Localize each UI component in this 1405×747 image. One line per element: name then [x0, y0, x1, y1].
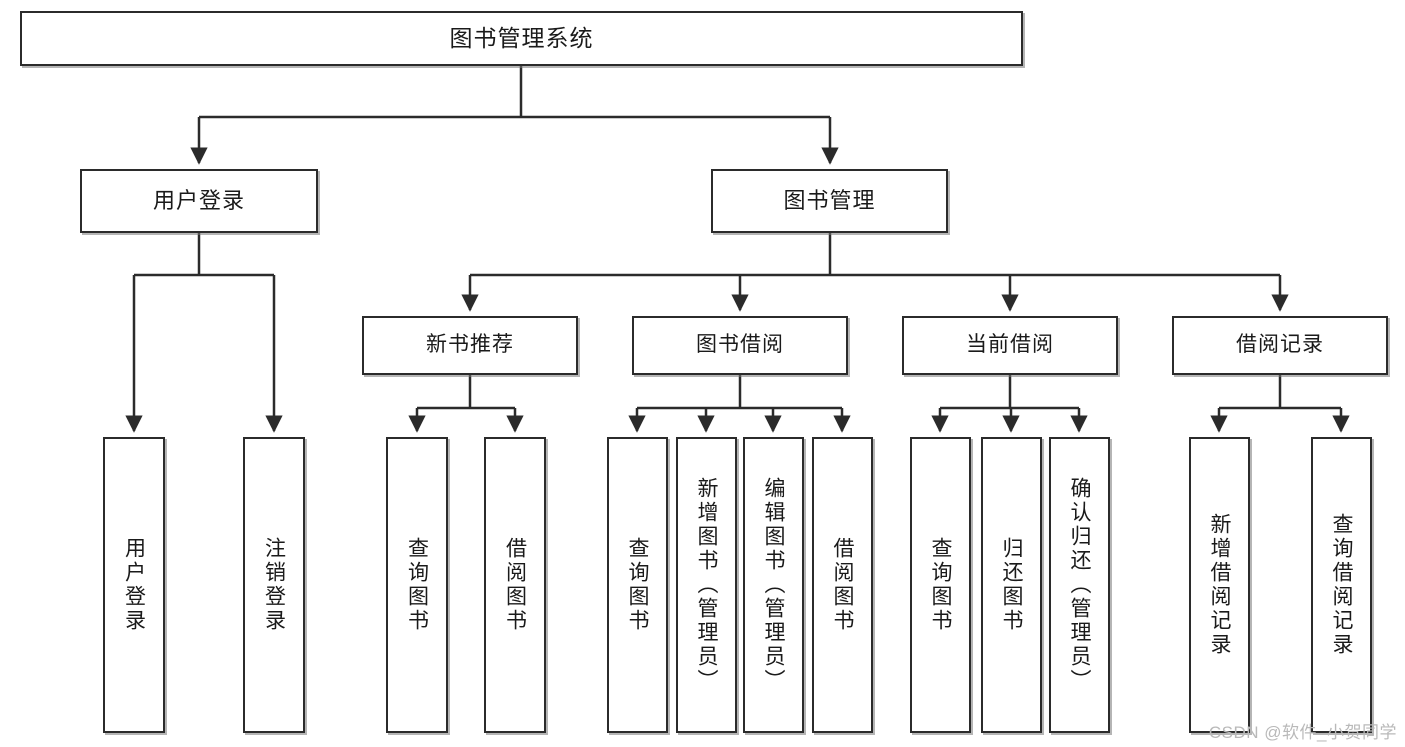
node-leaf-edit-book-label: 编辑图书（管理员） — [762, 477, 785, 693]
node-leaf-borrow-book-rec[interactable]: 借阅图书 — [484, 437, 546, 733]
node-leaf-query-book-bor[interactable]: 查询图书 — [607, 437, 668, 733]
node-new-book-rec-label: 新书推荐 — [426, 333, 514, 357]
node-current-borrow-label: 当前借阅 — [966, 333, 1054, 357]
node-book-borrow[interactable]: 图书借阅 — [632, 316, 848, 375]
node-leaf-logout[interactable]: 注销登录 — [243, 437, 305, 733]
node-leaf-user-login-label: 用户登录 — [122, 537, 146, 633]
node-leaf-query-book-rec-label: 查询图书 — [405, 537, 429, 633]
node-leaf-query-book-cur[interactable]: 查询图书 — [910, 437, 971, 733]
node-leaf-borrow-book-bor[interactable]: 借阅图书 — [812, 437, 873, 733]
node-leaf-add-book-label: 新增图书（管理员） — [695, 477, 718, 693]
node-leaf-add-record[interactable]: 新增借阅记录 — [1189, 437, 1250, 733]
watermark: CSDN @软件_小贺同学 — [1208, 723, 1397, 742]
node-leaf-confirm-return-label: 确认归还（管理员） — [1068, 477, 1091, 693]
node-root-label: 图书管理系统 — [449, 24, 594, 51]
node-leaf-confirm-return[interactable]: 确认归还（管理员） — [1049, 437, 1110, 733]
node-book-manage-label: 图书管理 — [783, 187, 876, 213]
node-book-manage[interactable]: 图书管理 — [711, 169, 948, 233]
node-root[interactable]: 图书管理系统 — [20, 11, 1023, 66]
node-borrow-record-label: 借阅记录 — [1236, 333, 1324, 357]
node-leaf-user-login[interactable]: 用户登录 — [103, 437, 165, 733]
node-leaf-add-record-label: 新增借阅记录 — [1208, 513, 1231, 657]
node-leaf-query-record-label: 查询借阅记录 — [1330, 513, 1353, 657]
node-current-borrow[interactable]: 当前借阅 — [902, 316, 1118, 375]
node-leaf-borrow-book-rec-label: 借阅图书 — [503, 537, 527, 633]
node-leaf-query-book-bor-label: 查询图书 — [626, 537, 649, 633]
node-leaf-query-book-rec[interactable]: 查询图书 — [386, 437, 448, 733]
node-leaf-query-record[interactable]: 查询借阅记录 — [1311, 437, 1372, 733]
node-book-borrow-label: 图书借阅 — [696, 333, 784, 357]
node-leaf-return-book[interactable]: 归还图书 — [981, 437, 1042, 733]
node-leaf-add-book[interactable]: 新增图书（管理员） — [676, 437, 737, 733]
node-user-login[interactable]: 用户登录 — [80, 169, 318, 233]
node-user-login-label: 用户登录 — [152, 187, 245, 213]
node-borrow-record[interactable]: 借阅记录 — [1172, 316, 1388, 375]
node-leaf-return-book-label: 归还图书 — [1000, 537, 1023, 633]
node-leaf-logout-label: 注销登录 — [262, 537, 286, 633]
node-leaf-borrow-book-bor-label: 借阅图书 — [831, 537, 854, 633]
node-new-book-rec[interactable]: 新书推荐 — [362, 316, 578, 375]
node-leaf-query-book-cur-label: 查询图书 — [929, 537, 952, 633]
node-leaf-edit-book[interactable]: 编辑图书（管理员） — [743, 437, 804, 733]
